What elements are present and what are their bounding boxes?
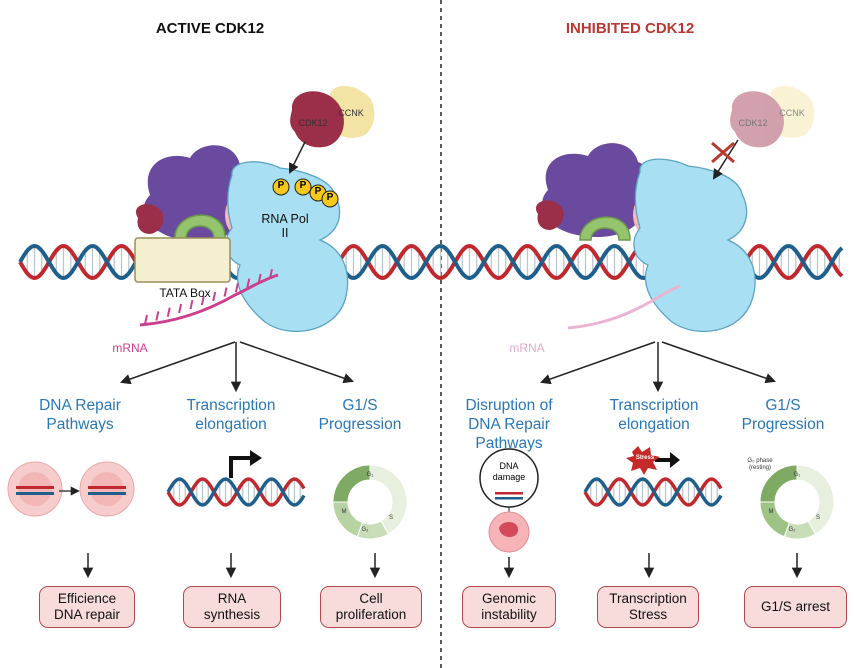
cdk12-label-inhibited: CDK12 [738, 118, 768, 128]
active-transcription-complex [136, 145, 349, 333]
tata-box [134, 237, 231, 283]
mrna-base [257, 273, 262, 284]
mini-dna-right-strand-blue [583, 477, 723, 507]
mrna-base [178, 303, 183, 314]
phospho-label-4: P [326, 192, 334, 203]
outcome-rna-synthesis: RNA synthesis [183, 586, 281, 628]
phospho-label-3: P [314, 186, 322, 197]
heading-g1s-progression-right: G1/S Progression [741, 397, 825, 433]
heading-disruption-dna-repair: Disruption of DNA Repair Pathways [465, 397, 553, 452]
mrna-base [189, 299, 194, 310]
cell-cycle-label: G₁ [367, 472, 374, 478]
cdk12-kinase [290, 91, 344, 148]
g0-phase-label: G₀ phase (resting) [747, 458, 773, 471]
stress-burst-icon [626, 446, 660, 475]
cell-cycle-phase [356, 520, 390, 540]
preinitiation-complex-right [542, 143, 651, 238]
mrna-base [223, 287, 228, 297]
phospho-label-1: P [277, 180, 285, 191]
cell-cycle-label: M [342, 509, 347, 515]
mrna-base [200, 295, 205, 306]
transcription-start-arrow [229, 456, 252, 478]
block-x-icon [711, 141, 735, 164]
rna-polymerase-ii-stalled [633, 158, 756, 333]
active-title: ACTIVE CDK12 [155, 20, 265, 37]
cell-cycle-phase [332, 501, 364, 538]
cell-cycle-label: S [389, 515, 393, 521]
outcome-genomic-instability: Genomic instability [462, 586, 556, 628]
cdk12-label: CDK12 [298, 118, 328, 128]
cell-cycle-wheel-right: G₁ M G₂ S [759, 464, 835, 540]
cell-cycle-phase [332, 464, 371, 503]
cell-cycle-phase [783, 520, 817, 540]
mrna-bases [144, 269, 273, 325]
cell-cycle-phase [759, 501, 791, 538]
cdk12-ccnk-complex-active [290, 86, 375, 148]
mrna-base [212, 291, 217, 302]
dna-damage-label: DNA damage [492, 461, 526, 482]
stress-label: Stress [635, 455, 655, 461]
outcome-arrows [82, 553, 803, 579]
rna-pol-label: RNA Pol II [261, 212, 309, 240]
ccnk-label-inhibited: CCNK [779, 108, 805, 118]
cell-cycle-label: G₂ [362, 527, 370, 533]
mrna-base [144, 314, 148, 325]
cell-cycle-label: S [816, 515, 820, 521]
heading-g1s-progression: G1/S Progression [318, 397, 402, 433]
cdk12-subunit-right [536, 200, 564, 230]
ccnk-label: CCNK [338, 108, 364, 118]
outcome-cell-proliferation: Cell proliferation [320, 586, 422, 628]
mrna-label-right: mRNA [509, 341, 545, 355]
inhibited-transcription-complex [536, 143, 756, 333]
cell-cycle-phase [759, 464, 798, 503]
branch-arrows [120, 341, 776, 393]
recruitment-arrow [289, 141, 306, 174]
cell-cycle-label: G₂ [789, 527, 797, 533]
cell-cycle-phase [369, 464, 408, 535]
cell-cycle-label: G₁ [794, 472, 801, 478]
cell-cycle-wheel-left: G₁ M G₂ S [332, 464, 408, 540]
outcome-g1s-arrest: G1/S arrest [744, 586, 847, 628]
tata-box-label: TATA Box [159, 286, 211, 300]
dna-repair-illustration [7, 461, 135, 517]
outcome-transcription-stress: Transcription Stress [597, 586, 699, 628]
mrna-base [166, 307, 171, 317]
mrna-base [234, 282, 239, 293]
blocked-arrow [712, 139, 739, 180]
mrna-base [246, 278, 251, 288]
heading-transcription-elongation-right: Transcription elongation [609, 397, 699, 433]
mini-dna-synthesis [166, 477, 306, 507]
stalled-transcription-arrowhead [670, 452, 680, 468]
mrna-strand [139, 273, 279, 327]
dna-damage-illustration [479, 448, 539, 553]
phospho-label-2: P [299, 180, 307, 191]
cell-cycle-label: M [769, 509, 774, 515]
mrna-base [269, 269, 273, 279]
mrna-strand-faded [567, 284, 681, 330]
outcome-efficient-dna-repair: Efficience DNA repair [39, 586, 135, 628]
cell-cycle-phase [796, 464, 835, 535]
inhibited-title: INHIBITED CDK12 [565, 20, 695, 37]
mrna-label-left: mRNA [112, 341, 148, 355]
mini-dna-left-strand-blue [166, 477, 306, 507]
transcription-start-arrowhead [250, 450, 262, 466]
cdk12-subunit-left [136, 204, 164, 234]
heading-transcription-elongation: Transcription elongation [186, 397, 276, 433]
mrna-base [155, 311, 160, 321]
phosphate-groups [272, 178, 339, 208]
mini-dna-stress [583, 477, 723, 507]
green-factor-right [579, 216, 631, 241]
heading-dna-repair: DNA Repair Pathways [39, 397, 121, 433]
cdk12-ccnk-complex-inhibited [730, 86, 815, 148]
